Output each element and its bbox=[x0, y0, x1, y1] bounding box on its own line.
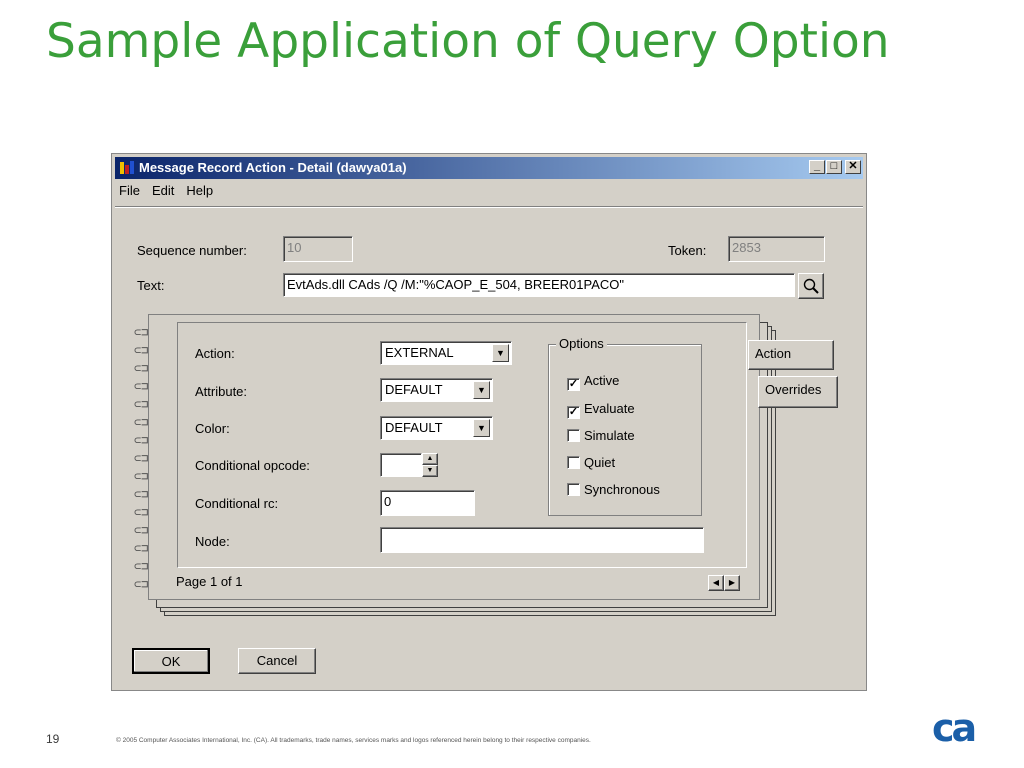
action-select[interactable]: EXTERNAL ▼ bbox=[380, 341, 512, 365]
menu-help[interactable]: Help bbox=[186, 183, 214, 198]
binding-ring-icon: ⊂⊐ bbox=[134, 487, 149, 501]
binding-ring-icon: ⊂⊐ bbox=[134, 397, 149, 411]
evaluate-label: Evaluate bbox=[584, 401, 635, 416]
chevron-down-icon[interactable]: ▼ bbox=[473, 419, 490, 437]
binding-ring-icon: ⊂⊐ bbox=[134, 415, 149, 429]
binding-ring-icon: ⊂⊐ bbox=[134, 505, 149, 519]
binding-ring-icon: ⊂⊐ bbox=[134, 325, 149, 339]
copyright-notice: © 2005 Computer Associates International… bbox=[116, 737, 591, 744]
conditional-opcode-label: Conditional opcode: bbox=[195, 458, 310, 473]
sequence-number-label: Sequence number: bbox=[137, 243, 247, 258]
quiet-checkbox[interactable]: Quiet bbox=[567, 455, 615, 471]
chevron-down-icon[interactable]: ▼ bbox=[473, 381, 490, 399]
binding-ring-icon: ⊂⊐ bbox=[134, 451, 149, 465]
spin-up-icon[interactable]: ▲ bbox=[422, 453, 438, 465]
minimize-icon[interactable]: _ bbox=[809, 160, 825, 174]
options-groupbox bbox=[548, 344, 702, 516]
search-button[interactable] bbox=[798, 273, 824, 299]
conditional-rc-label: Conditional rc: bbox=[195, 496, 279, 511]
ca-logo: ca bbox=[932, 706, 977, 750]
text-label: Text: bbox=[137, 278, 165, 293]
text-field[interactable]: EvtAds.dll CAds /Q /M:"%CAOP_E_504, BREE… bbox=[283, 273, 795, 297]
spin-down-icon[interactable]: ▼ bbox=[422, 465, 438, 477]
color-select-value: DEFAULT bbox=[385, 420, 443, 435]
checkbox-unchecked-icon[interactable] bbox=[567, 483, 580, 496]
token-field[interactable]: 2853 bbox=[728, 236, 825, 262]
action-label: Action: bbox=[195, 346, 235, 361]
chevron-down-icon[interactable]: ▼ bbox=[492, 344, 509, 362]
page-status: Page 1 of 1 bbox=[176, 574, 243, 589]
binding-ring-icon: ⊂⊐ bbox=[134, 379, 149, 393]
binding-ring-icon: ⊂⊐ bbox=[134, 541, 149, 555]
ok-button[interactable]: OK bbox=[132, 648, 210, 674]
binding-ring-icon: ⊂⊐ bbox=[134, 361, 149, 375]
checkbox-unchecked-icon[interactable] bbox=[567, 456, 580, 469]
conditional-rc-field[interactable]: 0 bbox=[380, 490, 475, 516]
active-checkbox[interactable]: ✓ Active bbox=[567, 373, 620, 391]
simulate-checkbox[interactable]: Simulate bbox=[567, 428, 635, 444]
slide-title: Sample Application of Query Option bbox=[46, 14, 890, 69]
window-title: Message Record Action - Detail (dawya01a… bbox=[139, 160, 407, 175]
binding-ring-icon: ⊂⊐ bbox=[134, 469, 149, 483]
color-select[interactable]: DEFAULT ▼ bbox=[380, 416, 493, 440]
checkbox-checked-icon[interactable]: ✓ bbox=[567, 406, 580, 419]
conditional-opcode-field[interactable] bbox=[380, 453, 422, 477]
active-label: Active bbox=[584, 373, 620, 388]
color-label: Color: bbox=[195, 421, 230, 436]
checkbox-unchecked-icon[interactable] bbox=[567, 429, 580, 442]
window-titlebar[interactable]: Message Record Action - Detail (dawya01a… bbox=[115, 157, 863, 179]
synchronous-checkbox[interactable]: Synchronous bbox=[567, 482, 660, 498]
node-label: Node: bbox=[195, 534, 230, 549]
sequence-number-field[interactable]: 10 bbox=[283, 236, 353, 262]
close-icon[interactable]: ✕ bbox=[845, 160, 861, 174]
menu-file[interactable]: File bbox=[119, 183, 140, 198]
slide-page-number: 19 bbox=[46, 732, 60, 746]
maximize-icon[interactable]: □ bbox=[826, 160, 842, 174]
action-select-value: EXTERNAL bbox=[385, 345, 454, 360]
tab-action[interactable]: Action bbox=[748, 340, 834, 370]
simulate-label: Simulate bbox=[584, 428, 635, 443]
menu-edit[interactable]: Edit bbox=[151, 183, 175, 198]
attribute-select[interactable]: DEFAULT ▼ bbox=[380, 378, 493, 402]
quiet-label: Quiet bbox=[584, 455, 616, 470]
synchronous-label: Synchronous bbox=[584, 482, 660, 497]
tab-overrides[interactable]: Overrides bbox=[758, 376, 838, 408]
ca-logo-text: ca bbox=[932, 706, 977, 750]
cancel-button[interactable]: Cancel bbox=[238, 648, 316, 674]
message-record-action-window: Message Record Action - Detail (dawya01a… bbox=[111, 153, 867, 691]
binding-ring-icon: ⊂⊐ bbox=[134, 343, 149, 357]
page-next-icon[interactable]: ▶ bbox=[724, 575, 740, 591]
app-icon bbox=[120, 161, 134, 174]
node-field[interactable] bbox=[380, 527, 704, 553]
attribute-select-value: DEFAULT bbox=[385, 382, 443, 397]
binding-ring-icon: ⊂⊐ bbox=[134, 523, 149, 537]
checkbox-checked-icon[interactable]: ✓ bbox=[567, 378, 580, 391]
conditional-opcode-spinner: ▲ ▼ bbox=[380, 453, 440, 477]
token-label: Token: bbox=[668, 243, 707, 258]
binding-ring-icon: ⊂⊐ bbox=[134, 559, 149, 573]
notebook-content-area bbox=[177, 322, 747, 568]
options-group-title: Options bbox=[556, 336, 607, 351]
binding-ring-icon: ⊂⊐ bbox=[134, 433, 149, 447]
attribute-label: Attribute: bbox=[195, 384, 248, 399]
magnifier-icon bbox=[803, 278, 819, 294]
menu-bar: File Edit Help bbox=[115, 181, 221, 201]
menu-separator bbox=[115, 206, 863, 208]
evaluate-checkbox[interactable]: ✓ Evaluate bbox=[567, 401, 635, 419]
binding-ring-icon: ⊂⊐ bbox=[134, 577, 149, 591]
page-prev-icon[interactable]: ◀ bbox=[708, 575, 724, 591]
